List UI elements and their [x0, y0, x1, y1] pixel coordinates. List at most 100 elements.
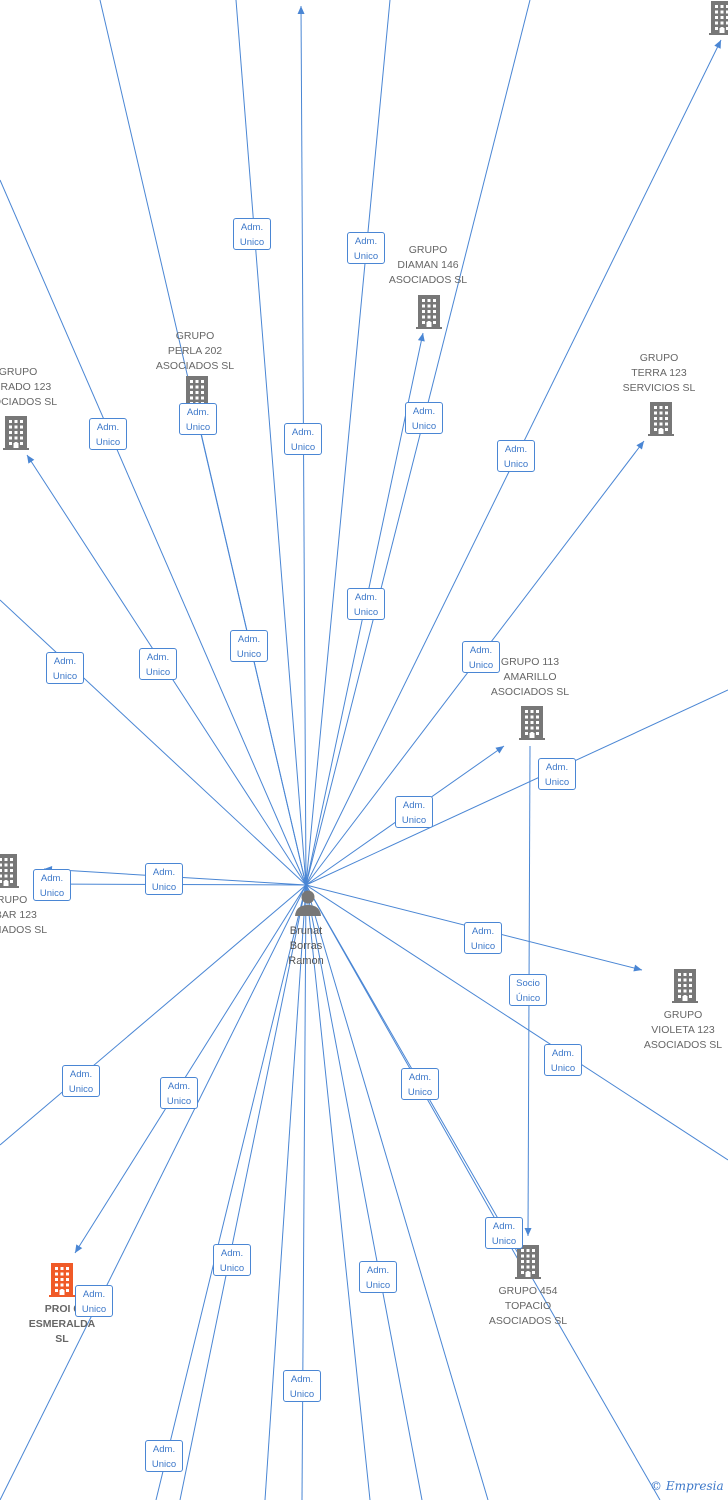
- person-icon[interactable]: [295, 890, 321, 917]
- relation-label[interactable]: Adm.Unico: [485, 1217, 523, 1249]
- edge-line: [305, 884, 661, 1500]
- edge-line: [0, 179, 307, 886]
- relation-label-type: Unico: [470, 941, 496, 952]
- company-label-line: ASOCIADOS SL: [0, 924, 48, 936]
- edge-line: [0, 884, 307, 1500]
- brand-watermark: © Empresia: [650, 1479, 724, 1493]
- company-building-icon[interactable]: [0, 854, 19, 888]
- company-label-line: ASOCIADOS SL: [388, 274, 468, 286]
- company-label-line: ASOCIADOS SL: [488, 1315, 568, 1327]
- relation-label[interactable]: Adm.Unico: [538, 758, 576, 790]
- relation-label[interactable]: Adm.Unico: [160, 1077, 198, 1109]
- relation-label-type: Unico: [353, 251, 379, 262]
- relation-label[interactable]: Adm.Unico: [179, 403, 217, 435]
- relation-label-role: Adm.: [408, 1072, 432, 1083]
- company-label-line: GRUPO: [663, 1009, 703, 1021]
- company-building-icon[interactable]: [416, 295, 442, 329]
- relation-label-role: Adm.: [354, 236, 378, 247]
- company-building-icon[interactable]: [3, 416, 29, 450]
- company-label-line: PERLA 202: [167, 345, 223, 357]
- relation-label-type: Unico: [550, 1063, 576, 1074]
- relation-label[interactable]: Adm.Unico: [75, 1285, 113, 1317]
- edge-line: [305, 884, 371, 1500]
- relation-label-type: Unico: [166, 1096, 192, 1107]
- relation-label-role: Adm.: [152, 1444, 176, 1455]
- company-label-line: TOPACIO: [504, 1300, 552, 1312]
- relation-label-role: Adm.: [186, 407, 210, 418]
- edge-line: [0, 599, 307, 886]
- person-label-line: Borras: [289, 940, 323, 952]
- company-label-line: SL: [55, 1333, 69, 1345]
- edge-arrowhead: [633, 964, 642, 972]
- company-label-line: ASOCIADOS SL: [155, 360, 235, 372]
- relation-label[interactable]: Adm.Unico: [62, 1065, 100, 1097]
- relation-label[interactable]: Adm.Unico: [497, 440, 535, 472]
- relation-label[interactable]: Adm.Unico: [544, 1044, 582, 1076]
- relation-label-role: Adm.: [412, 406, 436, 417]
- edge-arrowhead: [75, 1244, 83, 1253]
- edge-line: [179, 884, 307, 1500]
- company-building-icon[interactable]: [648, 402, 674, 436]
- edge-arrowhead: [417, 333, 425, 342]
- company-building-icon[interactable]: [519, 706, 545, 740]
- company-label-line: TERRA 123: [631, 367, 687, 379]
- relation-label-role: Adm.: [402, 800, 426, 811]
- edge-line: [305, 884, 423, 1500]
- relation-label[interactable]: Adm.Unico: [347, 588, 385, 620]
- relation-label-type: Unico: [503, 459, 529, 470]
- relation-label[interactable]: Adm.Unico: [139, 648, 177, 680]
- relation-label[interactable]: Adm.Unico: [359, 1261, 397, 1293]
- relation-label-type: Único: [515, 993, 541, 1004]
- company-building-icon[interactable]: [672, 969, 698, 1003]
- relation-label[interactable]: Adm. Unico: [46, 652, 84, 684]
- relation-label[interactable]: Adm.Unico: [145, 863, 183, 895]
- relation-label-type: Unico: [365, 1280, 391, 1291]
- company-label-line: ASOCIADOS SL: [0, 396, 58, 408]
- relation-label[interactable]: Adm.Unico: [283, 1370, 321, 1402]
- relation-label[interactable]: Adm.Unico: [462, 641, 500, 673]
- edge-arrowhead: [714, 40, 721, 49]
- relation-label-role: Adm.: [53, 656, 77, 667]
- company-building-icon[interactable]: [49, 1263, 75, 1297]
- company-label-line: ESMERALDA: [28, 1318, 96, 1330]
- relation-label[interactable]: Adm.Unico: [233, 218, 271, 250]
- relation-label-role: Adm.: [237, 634, 261, 645]
- relation-label-type: Unico: [411, 421, 437, 432]
- relation-label[interactable]: Adm.Unico: [145, 1440, 183, 1472]
- relation-label-role: Adm.: [96, 422, 120, 433]
- relation-label[interactable]: Adm.Unico: [230, 630, 268, 662]
- relation-label-role: Adm.: [69, 1069, 93, 1080]
- relation-label-role: Adm.: [40, 873, 64, 884]
- company-label-line: GRUPO: [408, 244, 448, 256]
- relation-label[interactable]: Adm. Unico: [401, 1068, 439, 1100]
- relation-label-type: Unico: [39, 888, 65, 899]
- company-label-line: GRUPO: [0, 366, 38, 378]
- relation-label[interactable]: Adm. Unico: [347, 232, 385, 264]
- company-building-icon[interactable]: [709, 1, 728, 35]
- edge-arrowhead: [297, 6, 305, 15]
- relation-label[interactable]: Adm. Unico: [33, 869, 71, 901]
- relation-label[interactable]: Adm.Unico: [213, 1244, 251, 1276]
- relation-label[interactable]: Adm.Unico: [395, 796, 433, 828]
- edge-arrowhead: [27, 455, 35, 464]
- company-label-line: ASOCIADOS SL: [643, 1039, 723, 1051]
- relation-label[interactable]: Adm.Unico: [464, 922, 502, 954]
- relation-label[interactable]: Adm. Unico: [405, 402, 443, 434]
- relation-label[interactable]: Adm.Unico: [89, 418, 127, 450]
- relation-label-type: Unico: [407, 1087, 433, 1098]
- relation-label[interactable]: Adm.Unico: [284, 423, 322, 455]
- relation-label-type: Unico: [52, 671, 78, 682]
- company-building-icon[interactable]: [515, 1245, 541, 1279]
- relation-label-role: Adm.: [469, 645, 493, 656]
